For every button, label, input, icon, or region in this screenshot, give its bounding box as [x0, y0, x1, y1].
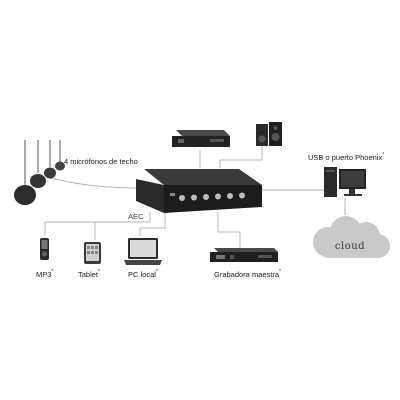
tablet-icon — [84, 242, 101, 264]
cloud-label: cloud — [335, 241, 365, 252]
mp3-player-icon — [40, 238, 49, 260]
mic-connection-line — [49, 177, 141, 189]
aec-line — [60, 212, 151, 223]
tablet-label: Tablet* — [78, 269, 100, 279]
desktop-pc-icon — [324, 167, 366, 197]
mp3-line — [44, 221, 60, 235]
speaker-connection-line — [219, 146, 263, 168]
amplifier-icon — [172, 130, 230, 147]
rack-recorder-icon — [210, 248, 278, 262]
laptop-line — [139, 212, 166, 236]
usb-label: USB o puerto Phoenix* — [308, 152, 385, 162]
recorder-label: Grabadora maestra* — [214, 269, 281, 279]
mp3-label: MP3* — [36, 269, 54, 279]
recorder-line — [217, 212, 241, 248]
aec-label: AEC — [128, 212, 144, 221]
ceiling-mic-icon — [14, 140, 65, 205]
cloud-icon: cloud — [313, 216, 390, 258]
laptop-icon — [124, 238, 162, 265]
hub-icon — [136, 169, 262, 213]
pc-label: PC local* — [128, 269, 158, 279]
speaker-icon — [256, 122, 282, 146]
mics-label: 4 micrófonos de techo — [64, 157, 138, 166]
